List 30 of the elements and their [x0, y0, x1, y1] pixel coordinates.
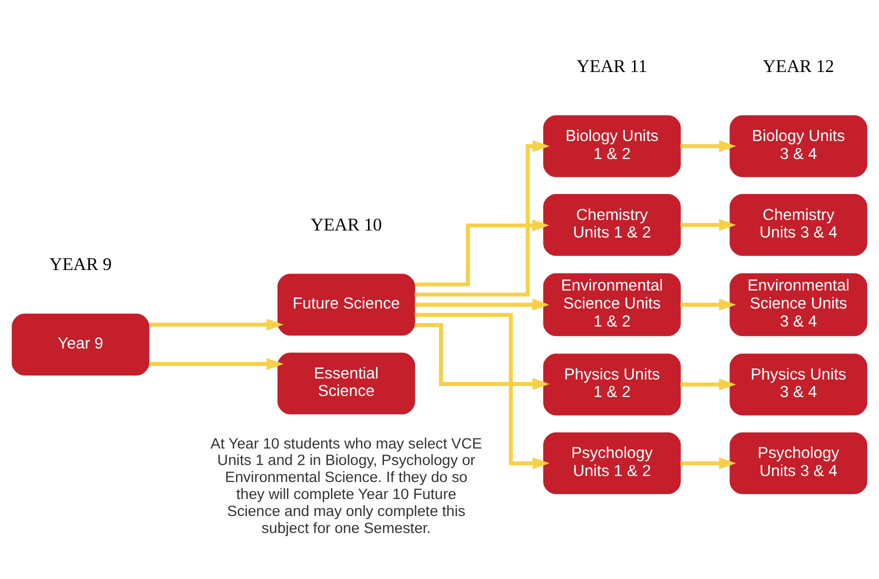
arrow — [414, 140, 550, 297]
node-box: Environmental Science Units 3 & 4 — [730, 273, 868, 336]
arrow — [680, 378, 736, 390]
node-box: Biology Units 3 & 4 — [730, 115, 868, 178]
arrow — [414, 219, 550, 286]
node-box: Chemistry Units 3 & 4 — [730, 194, 868, 256]
node-box: Future Science — [277, 274, 416, 336]
node-box: Physics Units 3 & 4 — [730, 354, 868, 416]
arrow — [148, 358, 284, 370]
arrow — [148, 318, 284, 331]
node-box: Essential Science — [277, 352, 416, 414]
arrow — [680, 457, 736, 470]
label: YEAR 11 — [576, 56, 648, 76]
node-box: Psychology Units 3 & 4 — [730, 432, 868, 494]
label: YEAR 10 — [310, 214, 382, 234]
arrow — [414, 298, 550, 311]
arrow — [414, 312, 550, 470]
arrow — [414, 322, 550, 390]
label: At Year 10 students who may select VCE Units 1 and 2 in Biology, Psychology or Environmental Science. If they do so they will complete Year 10 Future Science and may only complete this subject for one Semester. — [210, 435, 482, 538]
arrow — [680, 218, 736, 231]
node-box: Psychology Units 1 & 2 — [543, 432, 681, 494]
node-box: Biology Units 1 & 2 — [543, 115, 681, 178]
arrow — [680, 298, 736, 311]
node-box: Chemistry Units 1 & 2 — [543, 194, 681, 256]
label: YEAR 9 — [49, 254, 112, 274]
node-box: Year 9 — [12, 314, 150, 376]
label: YEAR 12 — [762, 56, 834, 76]
node-box: Environmental Science Units 1 & 2 — [543, 273, 681, 336]
arrow — [680, 140, 736, 152]
node-box: Physics Units 1 & 2 — [543, 354, 681, 416]
